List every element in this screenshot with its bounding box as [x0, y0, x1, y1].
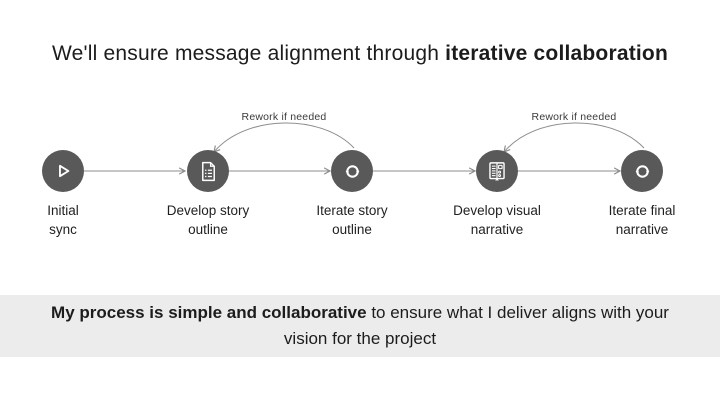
step-node-iterate-final-narrative — [621, 150, 663, 192]
footer-emphasis: My process is simple and collaborative — [51, 302, 367, 322]
footer-message: My process is simple and collaborative t… — [40, 300, 680, 353]
step-label: Iterate story outline — [316, 203, 388, 237]
footer-banner: My process is simple and collaborative t… — [0, 295, 720, 357]
title-emphasis: iterative collaboration — [445, 42, 668, 65]
sync-icon — [345, 164, 359, 178]
step-node-develop-story-outline — [187, 150, 229, 192]
step-label: Develop story outline — [166, 203, 250, 237]
footer-text: to ensure what I deliver aligns with you… — [283, 302, 669, 348]
step-node-initial-sync — [42, 150, 84, 192]
step-node-iterate-story-outline — [331, 150, 373, 192]
checklist-document-icon — [201, 161, 215, 181]
play-icon — [59, 164, 70, 178]
step-label: Iterate final narrative — [608, 203, 676, 237]
step-node-develop-visual-narrative — [476, 150, 518, 192]
page-title: We'll ensure message alignment through i… — [0, 42, 720, 66]
step-label: Initial sync — [47, 203, 79, 237]
rework-label: Rework if needed — [531, 111, 617, 123]
title-text: We'll ensure message alignment through — [52, 42, 446, 65]
sync-icon — [635, 164, 649, 178]
step-label: Develop visual narrative — [453, 203, 541, 237]
connector-arrows — [84, 122, 645, 175]
flow-diagram: Rework if needed Rework if needed — [0, 100, 720, 275]
open-book-icon — [489, 162, 505, 181]
rework-label: Rework if needed — [241, 111, 327, 123]
